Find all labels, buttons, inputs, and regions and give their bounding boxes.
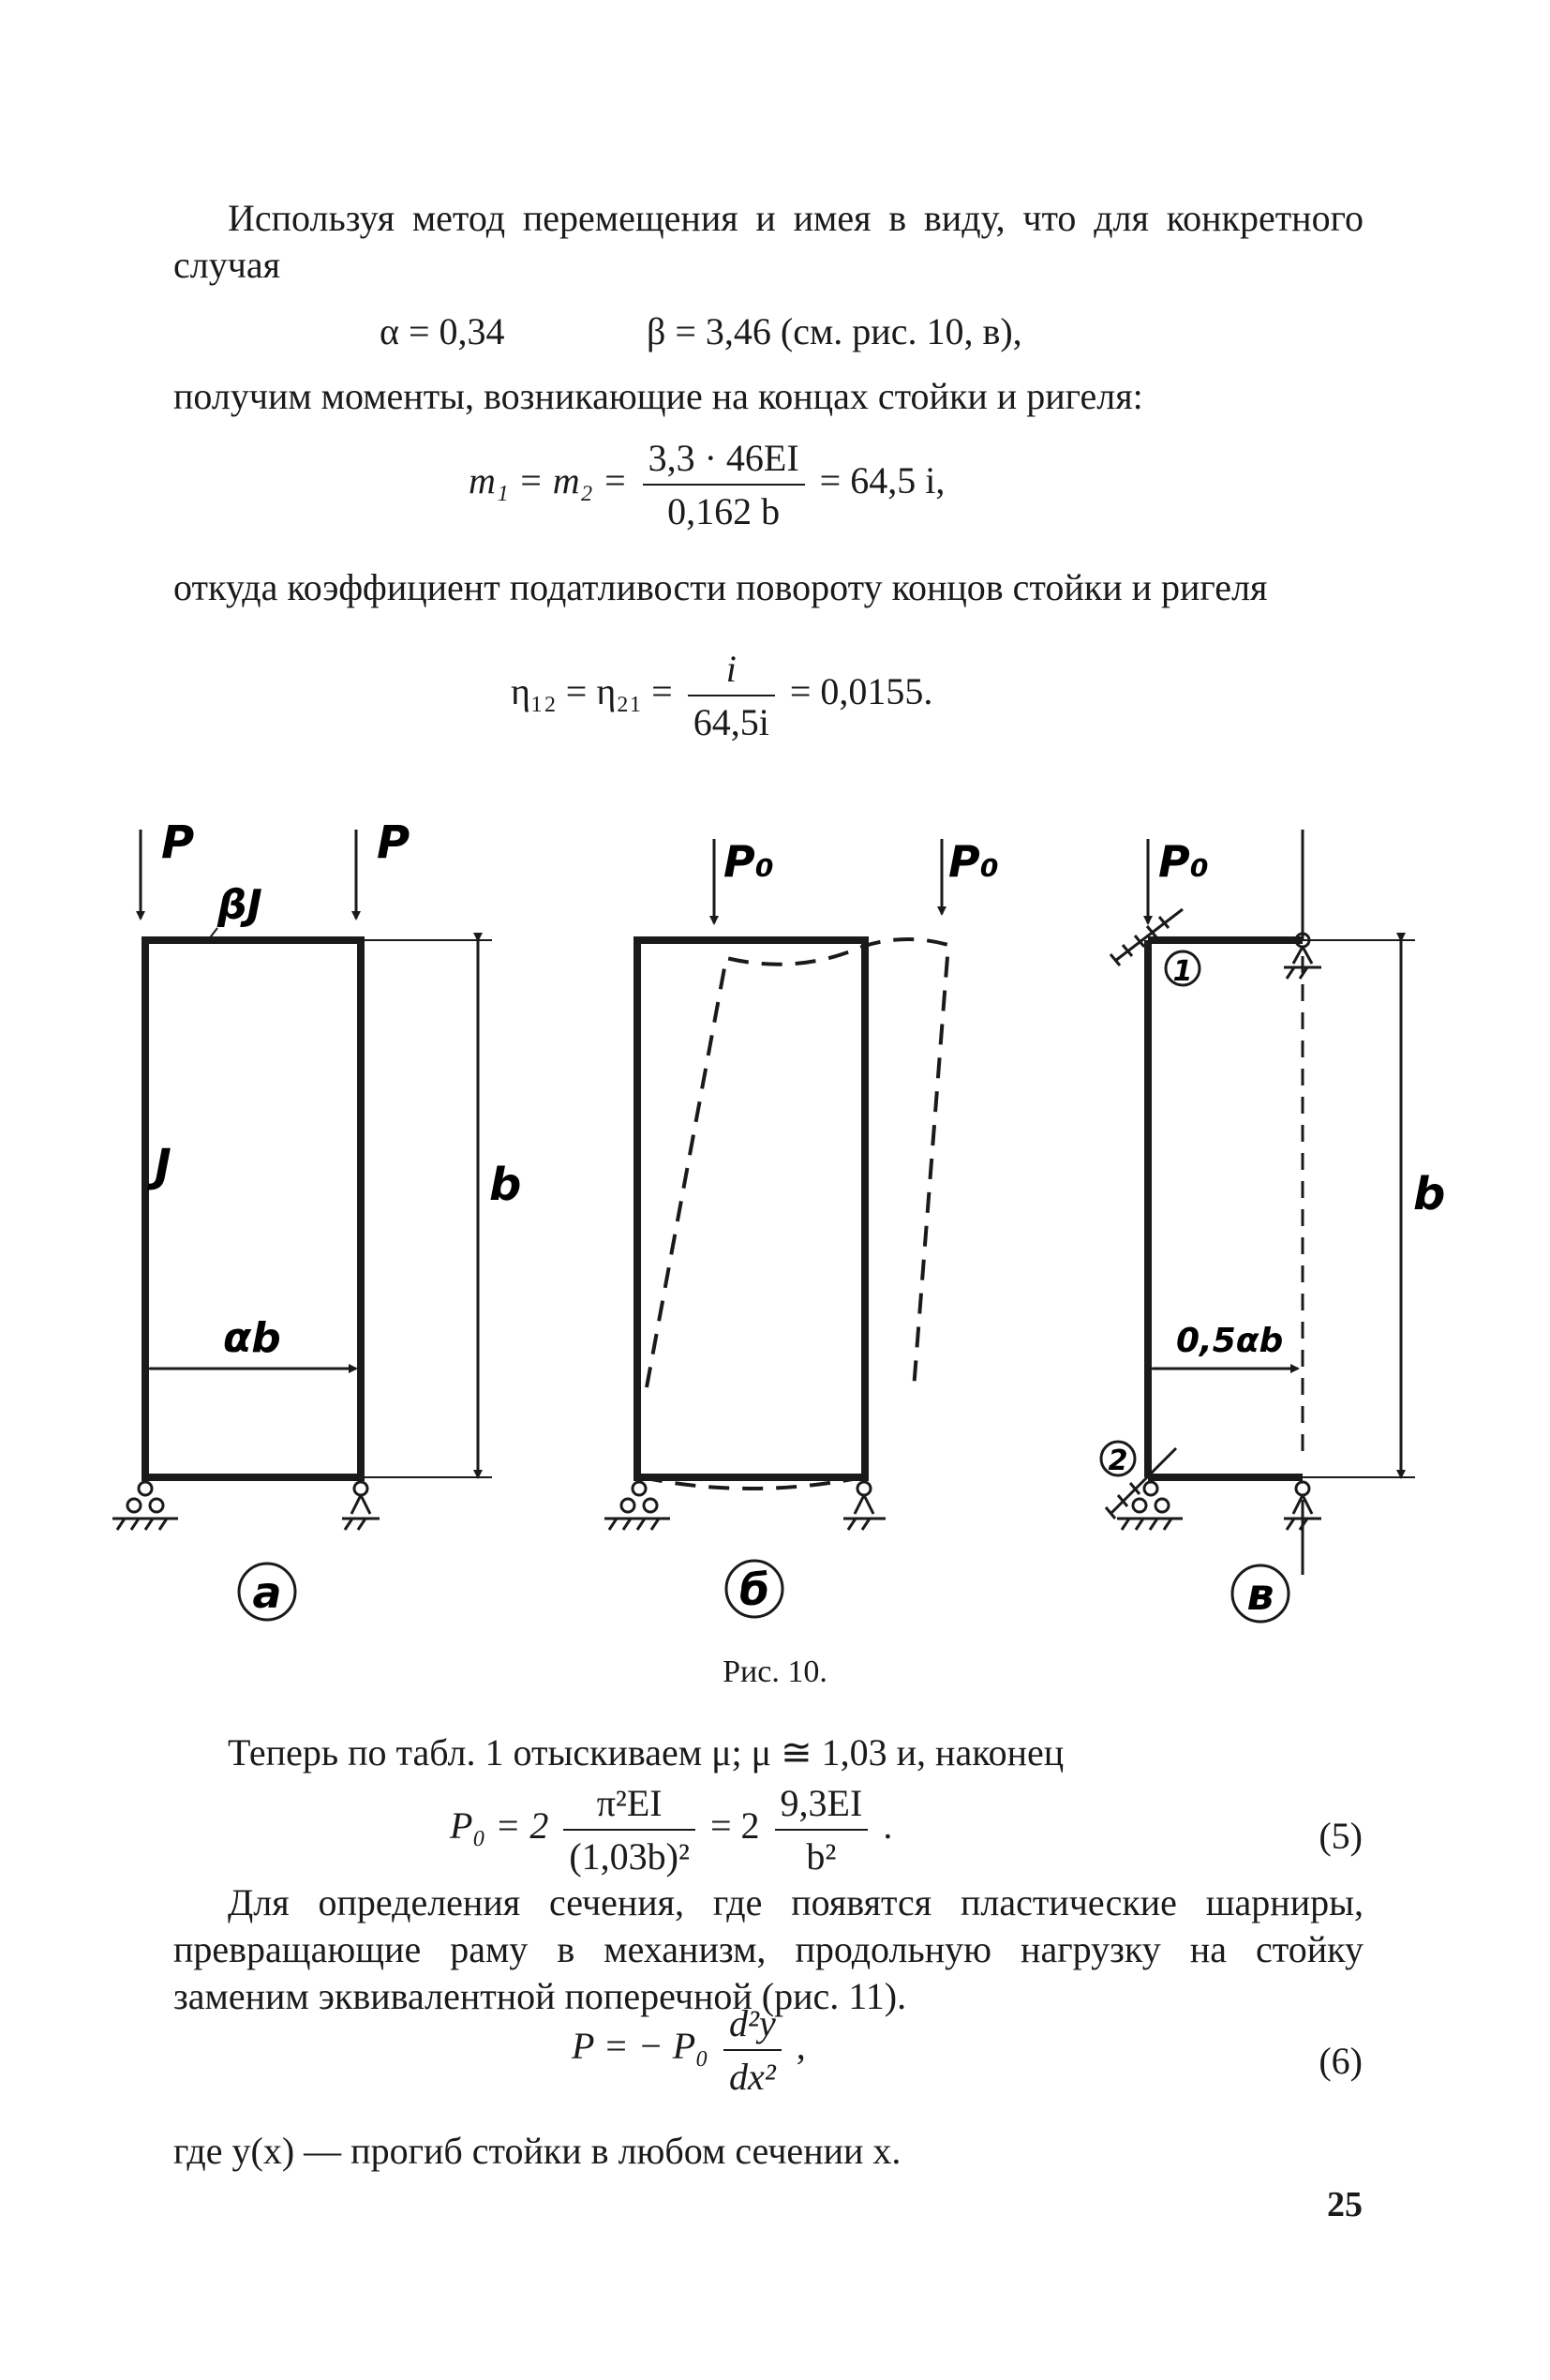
eq5-end: . [883, 1804, 893, 1848]
diagram-v: P₀ 1 2 [1099, 830, 1445, 1624]
support-b-right [843, 1480, 886, 1531]
eq-eta-fraction: i 64,5i [687, 647, 775, 744]
eq5-fraction-2: 9,3EI b² [774, 1781, 869, 1879]
restraint-node-1 [1109, 907, 1184, 966]
equation-6: P = − P₀ d²y dx² , [572, 2001, 806, 2099]
eq5-fraction-1: π²EI (1,03b)² [563, 1781, 695, 1879]
label-p-right: P [377, 816, 410, 869]
label-subfig-v: в [1246, 1569, 1274, 1620]
paragraph-moments: получим моменты, возникающие на концах с… [173, 375, 1143, 417]
support-v-bottom-left [1117, 1480, 1183, 1531]
label-node-1: 1 [1173, 955, 1193, 988]
eq-eta-lhs: η₁₂ = η₂₁ = [511, 670, 673, 713]
eq-eta-numerator: i [687, 647, 775, 696]
label-j: J [147, 1140, 171, 1192]
label-half-alpha-b: 0,5αb [1176, 1322, 1283, 1360]
label-subfig-a: а [252, 1567, 281, 1618]
eq5-den-2: b² [806, 1835, 837, 1878]
eq5-lhs: P₀ = 2 [450, 1804, 549, 1848]
eq6-lhs: P = − P₀ [572, 2025, 709, 2068]
paragraph-plastic-hinges: Для определения сечения, где появятся пл… [173, 1881, 1364, 2017]
label-p-left: P [161, 816, 194, 869]
label-subfig-b: б [739, 1564, 769, 1615]
alpha-equation: α = 0,34 [380, 310, 505, 352]
eq-m-rhs: = 64,5 i, [819, 459, 946, 502]
eq5-den-1: (1,03b)² [569, 1835, 690, 1878]
eq-eta-denominator: 64,5i [693, 701, 769, 743]
equation-moments: m₁ = m₂ = 3,3 · 46EI 0,162 b = 64,5 i, [469, 436, 945, 533]
eq6-num: d²y [723, 2001, 782, 2051]
label-p0-b-left: P₀ [723, 836, 774, 887]
paragraph-table: Теперь по табл. 1 отыскиваем μ; μ ≅ 1,03… [228, 1731, 1065, 1774]
paragraph-method: Используя метод перемещения и имея в вид… [173, 197, 1364, 286]
eq5-num-2: 9,3EI [774, 1781, 869, 1831]
label-p0-v: P₀ [1158, 836, 1209, 887]
support-b-left [604, 1480, 670, 1531]
support-a-right [342, 1480, 380, 1531]
eq-m-numerator: 3,3 · 46EI [642, 436, 805, 486]
eq5-mid: = 2 [709, 1804, 760, 1848]
equation-6-number: (6) [1319, 2040, 1363, 2082]
frame-a [142, 936, 365, 1481]
eq6-fraction: d²y dx² [723, 2001, 782, 2099]
eq-m-lhs: m₁ = m₂ = [469, 459, 628, 502]
equation-5-number: (5) [1319, 1815, 1363, 1857]
figure-caption: Рис. 10. [723, 1654, 827, 1689]
figure-10: P P βJ J b αb а P₀ [112, 816, 1445, 1624]
eq-eta-rhs: = 0,0155. [789, 670, 933, 713]
support-a-left [112, 1480, 178, 1531]
label-b-v: b [1413, 1168, 1445, 1220]
eq5-num-1: π²EI [563, 1781, 695, 1831]
support-v-bottom-right [1284, 1480, 1321, 1531]
paragraph-coefficient: откуда коэффициент податливости повороту… [173, 566, 1268, 608]
support-v-top [1284, 932, 1321, 980]
frame-b [633, 936, 869, 1481]
label-beta-j: βJ [216, 881, 262, 929]
equation-eta: η₁₂ = η₂₁ = i 64,5i = 0,0155. [511, 647, 932, 744]
eq-m-fraction: 3,3 · 46EI 0,162 b [642, 436, 805, 533]
page-number: 25 [1327, 2185, 1363, 2224]
eq6-den: dx² [729, 2056, 776, 2098]
restraint-node-2 [1104, 1446, 1178, 1519]
buckled-shape [645, 937, 951, 1390]
label-node-2: 2 [1109, 1444, 1128, 1477]
beta-equation: β = 3,46 (см. рис. 10, в), [647, 310, 1022, 352]
diagram-a: P P βJ J b αb а [112, 816, 521, 1622]
eq6-end: , [796, 2025, 806, 2068]
equation-5: P₀ = 2 π²EI (1,03b)² = 2 9,3EI b² . [450, 1781, 892, 1879]
label-b-a: b [489, 1159, 521, 1211]
paragraph-deflection: где y(x) — прогиб стойки в любом сечении… [173, 2130, 902, 2172]
label-p0-b-right: P₀ [948, 836, 999, 887]
eq-m-denominator: 0,162 b [667, 490, 781, 532]
diagram-b: P₀ P₀ б [604, 836, 999, 1619]
label-alpha-b: αb [223, 1314, 281, 1362]
